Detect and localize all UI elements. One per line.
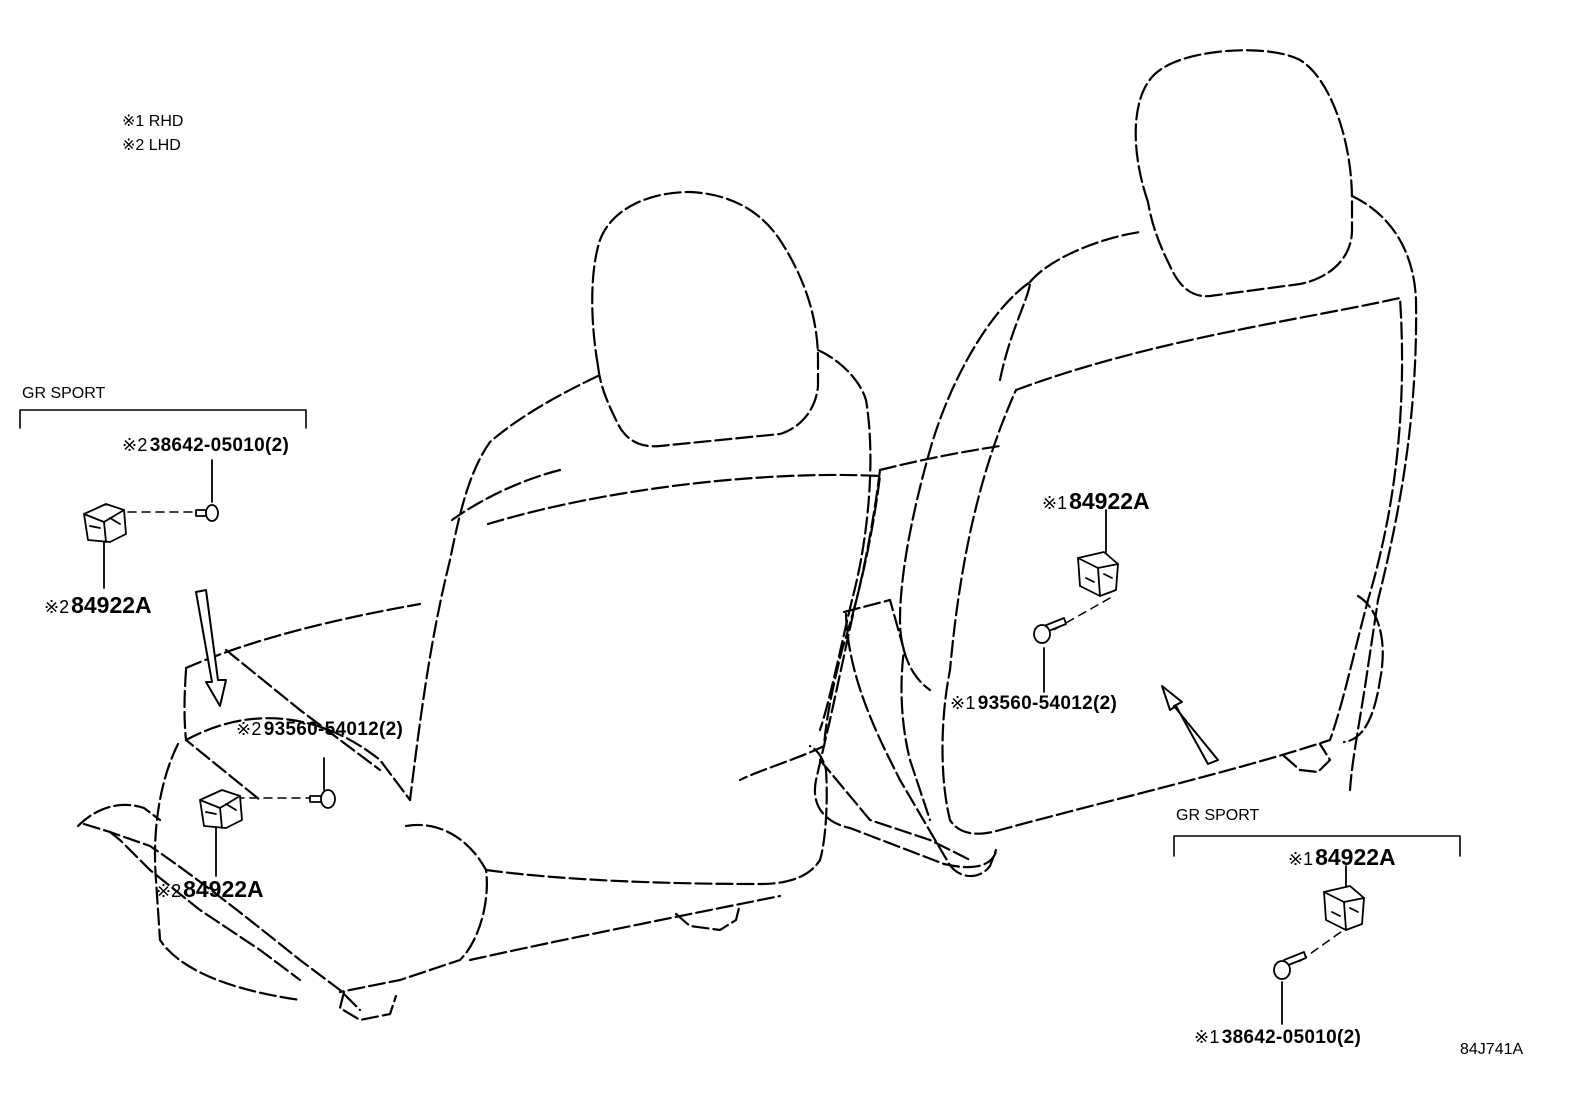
illustration-id: 84J741A <box>1460 1041 1524 1058</box>
part-number: 84922A <box>183 876 264 902</box>
part-number: 38642-05010(2) <box>149 435 290 456</box>
bolt-parts <box>195 504 1307 980</box>
section-label-gr-sport-left: GR SPORT <box>22 385 106 402</box>
part-mark: ※1 <box>1194 1027 1220 1047</box>
part-mark: ※1 <box>1042 493 1068 513</box>
left-seat-outline <box>76 190 882 1022</box>
part-mark: ※1 <box>1288 849 1314 869</box>
right-seat-outline <box>813 49 1418 878</box>
part-mark: ※2 <box>44 597 70 617</box>
part-label-sensor-84922a[interactable]: ※184922A <box>1042 490 1150 513</box>
sensor-icon <box>199 789 243 829</box>
note-text: LHD <box>148 137 181 154</box>
part-mark: ※2 <box>122 435 148 455</box>
note-text: RHD <box>148 113 184 130</box>
part-number: 84922A <box>71 592 152 618</box>
part-number: 84922A <box>1069 488 1150 514</box>
note-mark: ※2 <box>122 137 145 154</box>
part-mark: ※1 <box>950 693 976 713</box>
sensor-icon <box>83 503 127 543</box>
sensor-icon <box>1077 551 1119 597</box>
part-number: 93560-54012(2) <box>977 693 1118 714</box>
note-mark: ※1 <box>122 113 145 130</box>
up-arrow-right <box>1161 685 1219 765</box>
part-number: 84922A <box>1315 844 1396 870</box>
section-brackets <box>19 409 1461 857</box>
sensor-icon <box>1323 885 1365 931</box>
assembly-arrows <box>195 589 1219 765</box>
bolt-icon <box>1033 617 1067 644</box>
bolt-icon <box>1273 951 1307 980</box>
sensor-parts <box>83 503 1365 931</box>
part-number: 38642-05010(2) <box>1221 1027 1362 1048</box>
down-arrow-left <box>195 589 227 707</box>
part-label-sensor-84922a[interactable]: ※184922A <box>1288 846 1396 869</box>
note-rhd: ※1 RHD <box>122 114 183 130</box>
bolt-icon <box>309 789 336 809</box>
part-number: 93560-54012(2) <box>263 719 404 740</box>
part-label-sensor-84922a[interactable]: ※284922A <box>156 878 264 901</box>
part-mark: ※2 <box>156 881 182 901</box>
part-label-sensor-84922a[interactable]: ※284922A <box>44 594 152 617</box>
callout-lines <box>103 459 1347 1025</box>
section-label-gr-sport-right: GR SPORT <box>1176 807 1260 824</box>
part-mark: ※2 <box>236 719 262 739</box>
note-lhd: ※2 LHD <box>122 138 181 154</box>
bolt-icon <box>195 504 219 522</box>
